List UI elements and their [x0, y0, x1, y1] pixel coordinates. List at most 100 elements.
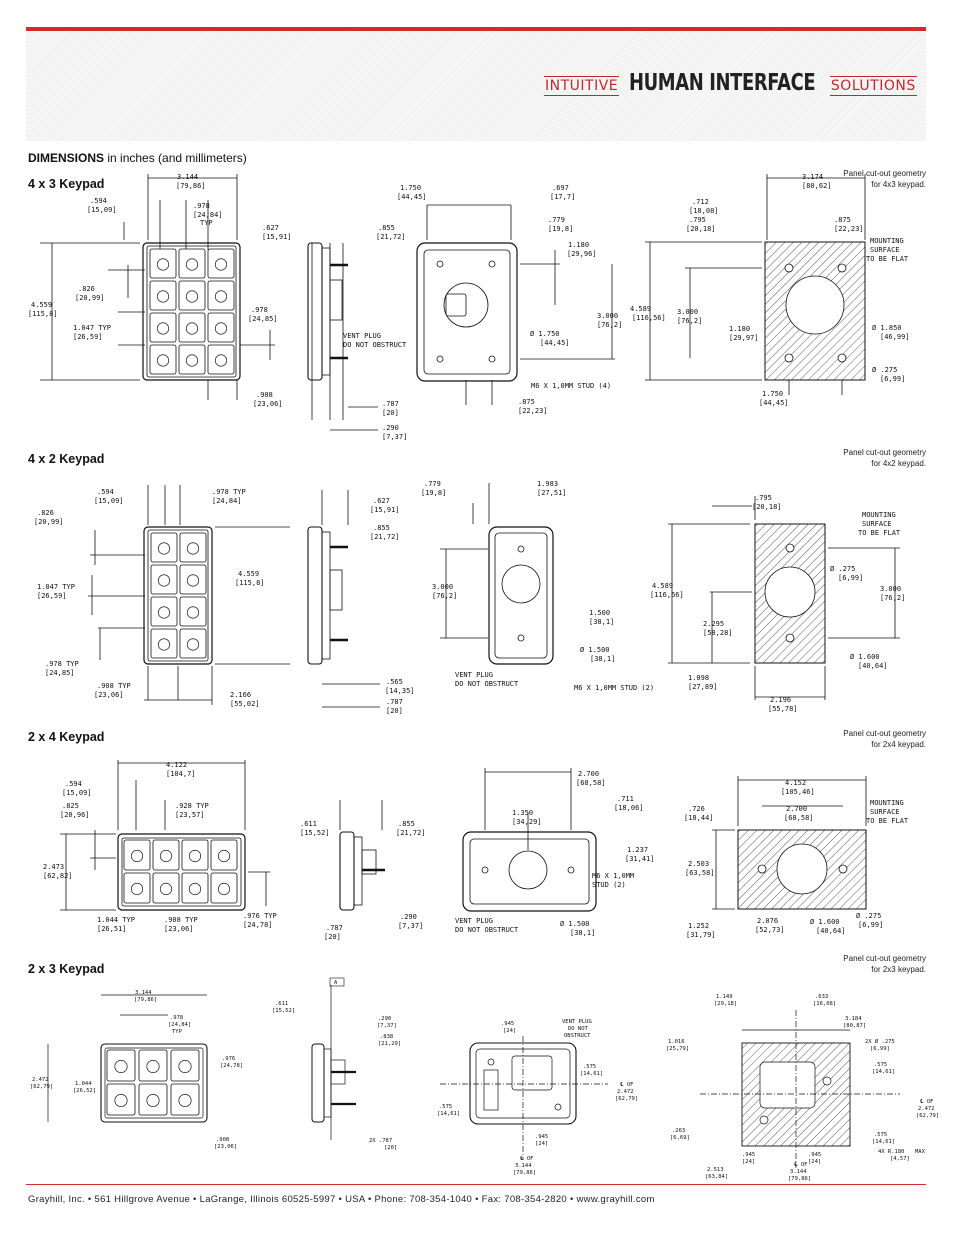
- keypad-2x4-key-icon: [130, 849, 144, 863]
- svg-text:3.144: 3.144: [135, 990, 152, 996]
- svg-text:Ø .275: Ø .275: [830, 565, 855, 573]
- keypad-2x4-key-icon: [188, 849, 202, 863]
- svg-text:Ø 1.500: Ø 1.500: [560, 920, 590, 928]
- svg-text:[46,99]: [46,99]: [880, 333, 910, 341]
- svg-text:[27,51]: [27,51]: [537, 489, 567, 497]
- svg-text:[24]: [24]: [535, 1141, 548, 1147]
- svg-text:MAX: MAX: [915, 1149, 926, 1155]
- svg-text:.826: .826: [78, 285, 95, 293]
- keypad-4x3-front-view: [142, 242, 241, 381]
- svg-text:3.000: 3.000: [880, 585, 901, 593]
- svg-text:[62,79]: [62,79]: [30, 1084, 53, 1090]
- svg-text:[29,18]: [29,18]: [714, 1001, 737, 1007]
- svg-text:SURFACE: SURFACE: [862, 520, 892, 528]
- svg-text:℄ OF: ℄ OF: [919, 1099, 933, 1105]
- svg-text:1.047 TYP: 1.047 TYP: [73, 324, 111, 332]
- keypad-2x4-key-icon: [130, 882, 144, 896]
- keypad-4x3-key-icon: [185, 290, 199, 303]
- svg-text:[62,82]: [62,82]: [43, 872, 73, 880]
- svg-text:[44,45]: [44,45]: [397, 193, 427, 201]
- svg-text:.855: .855: [378, 224, 395, 232]
- svg-text:[62,79]: [62,79]: [916, 1113, 939, 1119]
- keypad-4x3-key-icon: [185, 258, 199, 271]
- keypad-2x3-key-icon: [146, 1059, 160, 1074]
- svg-text:1.149: 1.149: [716, 994, 733, 1000]
- svg-text:1.237: 1.237: [627, 846, 648, 854]
- svg-text:[24]: [24]: [742, 1159, 755, 1165]
- keypad-4x3-key: [178, 248, 206, 279]
- keypad-2x4-key-icon: [159, 849, 173, 863]
- svg-text:[7,37]: [7,37]: [398, 922, 423, 930]
- svg-text:2.472: 2.472: [918, 1106, 935, 1112]
- svg-text:4.589: 4.589: [652, 582, 673, 590]
- svg-text:1.016: 1.016: [668, 1039, 685, 1045]
- keypad-4x3-key-icon: [214, 258, 228, 271]
- svg-text:[15,91]: [15,91]: [262, 233, 292, 241]
- keypad-4x3-key: [207, 312, 235, 343]
- svg-text:4.559: 4.559: [31, 301, 52, 309]
- svg-text:[15,09]: [15,09]: [94, 497, 124, 505]
- svg-text:℄ OF: ℄ OF: [793, 1162, 807, 1168]
- svg-text:VENT PLUG: VENT PLUG: [455, 917, 493, 925]
- svg-text:[23,06]: [23,06]: [253, 400, 283, 408]
- keypad-2x3-key: [170, 1049, 200, 1082]
- svg-text:.976 TYP: .976 TYP: [243, 912, 277, 920]
- svg-text:[24,85]: [24,85]: [45, 669, 75, 677]
- keypad-4x2-key-icon: [186, 542, 200, 555]
- svg-text:[4,57]: [4,57]: [890, 1156, 910, 1162]
- svg-text:.726: .726: [688, 805, 705, 813]
- svg-text:[26,51]: [26,51]: [97, 925, 127, 933]
- svg-text:2.295: 2.295: [703, 620, 724, 628]
- svg-text:.575: .575: [874, 1062, 887, 1068]
- svg-text:[79,86]: [79,86]: [176, 182, 206, 190]
- svg-text:[58,28]: [58,28]: [703, 629, 733, 637]
- svg-text:℄ OF: ℄ OF: [519, 1156, 533, 1162]
- svg-text:[68,58]: [68,58]: [576, 779, 606, 787]
- tagline-intuitive: INTUITIVE: [544, 76, 620, 96]
- svg-text:3.174: 3.174: [802, 173, 823, 181]
- svg-text:[79,86]: [79,86]: [513, 1170, 536, 1176]
- svg-text:[23,06]: [23,06]: [94, 691, 124, 699]
- svg-text:[23,57]: [23,57]: [175, 811, 205, 819]
- svg-text:[29,97]: [29,97]: [729, 334, 759, 342]
- header-red-rule: [26, 27, 926, 31]
- svg-text:.945: .945: [535, 1134, 548, 1140]
- svg-text:[79,86]: [79,86]: [134, 997, 157, 1003]
- keypad-4x3-key: [207, 280, 235, 311]
- svg-text:[68,58]: [68,58]: [784, 814, 814, 822]
- svg-text:[116,56]: [116,56]: [632, 314, 666, 322]
- keypad-2x4-key-icon: [217, 882, 231, 896]
- svg-text:.978: .978: [193, 202, 210, 210]
- svg-text:.978: .978: [251, 306, 268, 314]
- svg-text:[80,62]: [80,62]: [802, 182, 832, 190]
- keypad-2x4-key: [181, 839, 209, 871]
- svg-text:3.000: 3.000: [677, 308, 698, 316]
- keypad-4x3-key: [207, 248, 235, 279]
- svg-text:2.513: 2.513: [707, 1167, 724, 1173]
- svg-text:.627: .627: [373, 497, 390, 505]
- svg-text:1.500: 1.500: [589, 609, 610, 617]
- svg-text:DO NOT: DO NOT: [568, 1026, 589, 1032]
- svg-text:[44,45]: [44,45]: [540, 339, 570, 347]
- svg-text:[104,7]: [104,7]: [166, 770, 196, 778]
- svg-text:[63,84]: [63,84]: [705, 1174, 728, 1180]
- keypad-4x3-key-icon: [185, 354, 199, 367]
- svg-text:[38,1]: [38,1]: [589, 618, 614, 626]
- svg-text:[21,72]: [21,72]: [376, 233, 406, 241]
- svg-text:1.047 TYP: 1.047 TYP: [37, 583, 75, 591]
- svg-text:[6,99]: [6,99]: [870, 1046, 890, 1052]
- svg-text:MOUNTING: MOUNTING: [862, 511, 896, 519]
- svg-text:.875: .875: [834, 216, 851, 224]
- keypad-2x4-key-icon: [159, 882, 173, 896]
- svg-text:[7,37]: [7,37]: [377, 1023, 397, 1029]
- svg-text:MOUNTING: MOUNTING: [870, 799, 904, 807]
- svg-text:.978 TYP: .978 TYP: [45, 660, 79, 668]
- svg-text:2.700: 2.700: [786, 805, 807, 813]
- svg-text:TO BE FLAT: TO BE FLAT: [866, 255, 909, 263]
- keypad-4x2-key: [150, 628, 178, 659]
- cutout-note-4x2: Panel cut-out geometry for 4x2 keypad.: [843, 448, 926, 468]
- keypad-4x3-key-icon: [185, 322, 199, 335]
- svg-text:[20,18]: [20,18]: [686, 225, 716, 233]
- svg-text:Ø 1.600: Ø 1.600: [810, 918, 840, 926]
- svg-text:.575: .575: [874, 1132, 887, 1138]
